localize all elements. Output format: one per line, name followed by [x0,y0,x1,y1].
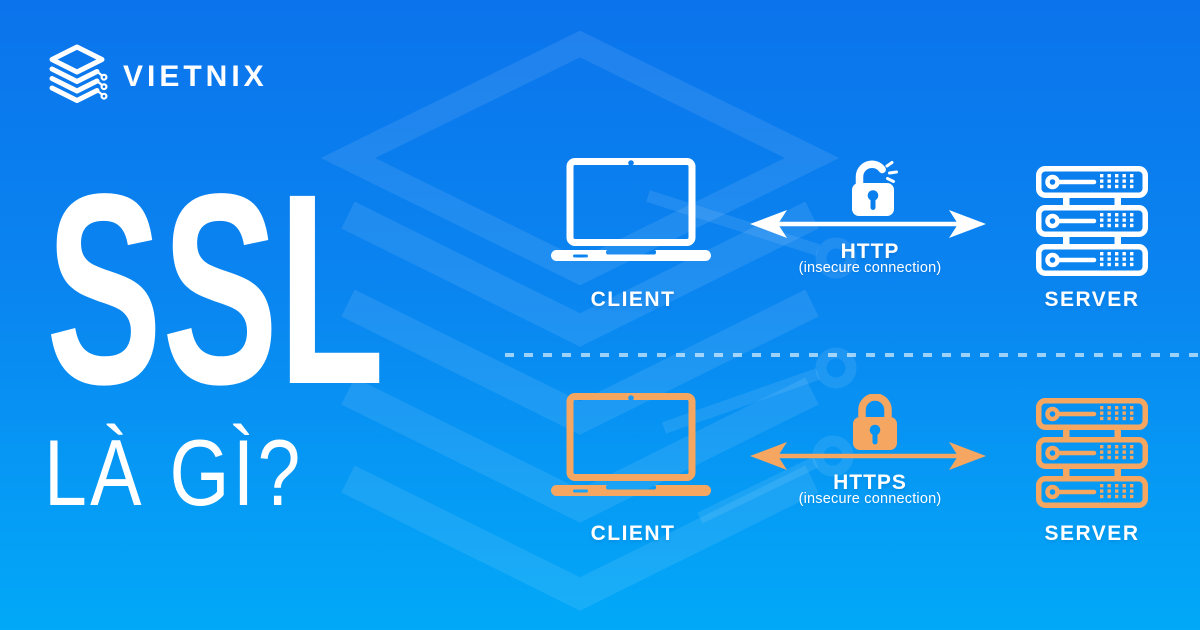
closed-padlock-icon [853,394,897,450]
server-rack-icon [1036,166,1148,276]
vent-dots [1100,406,1134,499]
connection-note: (insecure connection) [798,491,942,507]
double-arrow-icon [750,210,986,238]
laptop-icon [551,158,711,261]
page-subtitle: LÀ GÌ? [44,420,304,525]
page-title: SSL [46,137,385,441]
vent-dots [1100,174,1134,267]
server-label: SERVER [1044,522,1140,545]
connection-note: (insecure connection) [798,260,942,276]
protocol-label: HTTPS [833,471,907,494]
double-arrow-icon [750,442,986,470]
laptop-icon [551,393,711,496]
open-padlock-icon [852,160,898,216]
server-rack-icon [1036,398,1148,508]
vietnix-logo: VIETNIX [46,44,268,110]
vietnix-layers-icon [49,44,108,103]
brand-name: VIETNIX [123,60,268,93]
server-label: SERVER [1044,288,1140,311]
client-label: CLIENT [590,288,676,311]
protocol-label: HTTP [840,240,900,263]
dashed-separator [505,353,1200,357]
client-label: CLIENT [590,522,676,545]
